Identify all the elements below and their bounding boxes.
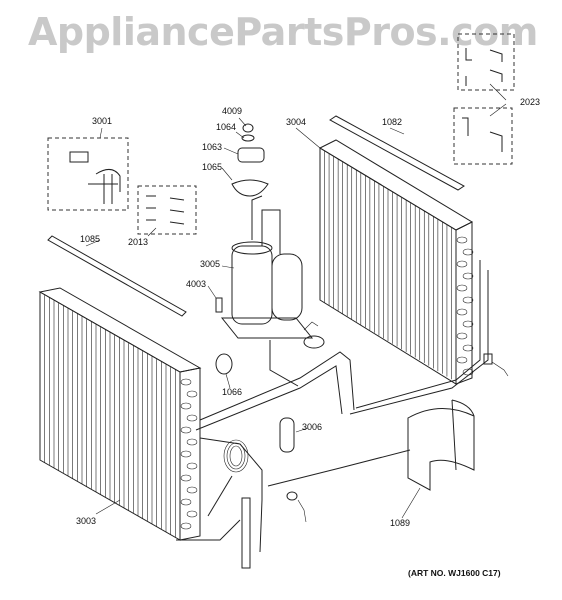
callout-3001: 3001 xyxy=(92,116,113,126)
callout-1064: 1064 xyxy=(216,122,237,132)
tube-bend xyxy=(180,450,192,458)
tube-bend xyxy=(456,308,468,316)
tube-bend xyxy=(456,236,468,244)
callout-1066: 1066 xyxy=(222,387,243,397)
box-2013 xyxy=(137,185,197,235)
top-strip-1082 xyxy=(329,115,465,191)
tube-bend xyxy=(462,320,474,328)
tube-bend xyxy=(186,486,198,494)
box-2023-bottom xyxy=(453,107,513,165)
tube-bend xyxy=(180,378,192,386)
sensor-lead xyxy=(303,321,319,331)
callout-2013: 2013 xyxy=(128,237,149,247)
tube-bend xyxy=(456,284,468,292)
tube-bend xyxy=(180,474,192,482)
callout-1063: 1063 xyxy=(202,142,223,152)
tube-bend xyxy=(186,510,198,518)
callout-3006: 3006 xyxy=(302,422,323,432)
callout-4003: 4003 xyxy=(186,279,207,289)
tube-bend xyxy=(462,248,474,256)
tube-bend xyxy=(456,356,468,364)
callout-1085: 1085 xyxy=(80,234,101,244)
tube-bend xyxy=(180,522,192,530)
condenser-coil xyxy=(38,287,202,541)
tube-bend xyxy=(456,332,468,340)
evaporator-coil xyxy=(318,139,474,385)
tube-bend xyxy=(462,296,474,304)
callout-1089: 1089 xyxy=(390,518,411,528)
tube-bend xyxy=(186,390,198,398)
tube-bend xyxy=(186,438,198,446)
right-sensor-lead xyxy=(491,361,509,377)
tube-bend xyxy=(462,344,474,352)
shroud-1089 xyxy=(407,399,475,491)
accumulator-3006 xyxy=(279,417,295,453)
tube-bend xyxy=(462,272,474,280)
tube-bend xyxy=(180,498,192,506)
callout-1082: 1082 xyxy=(382,117,403,127)
compressor xyxy=(215,195,314,375)
callout-3003: 3003 xyxy=(76,516,97,526)
callout-1065: 1065 xyxy=(202,162,223,172)
box-3001 xyxy=(47,137,129,211)
tube-bend xyxy=(180,402,192,410)
tube-bend xyxy=(456,260,468,268)
right-sensor xyxy=(483,353,493,365)
box-2023-top xyxy=(457,33,515,91)
leader-lines xyxy=(85,83,507,519)
tube-bend xyxy=(186,462,198,470)
callout-3005: 3005 xyxy=(200,259,221,269)
callout-4009: 4009 xyxy=(222,106,243,116)
sensor-clip xyxy=(303,335,325,349)
callout-2023: 2023 xyxy=(520,97,541,107)
small-fitting xyxy=(286,491,298,501)
capillary-coil xyxy=(223,439,251,569)
top-strip-1085 xyxy=(47,235,187,317)
tube-bend xyxy=(186,414,198,422)
tube-bend xyxy=(180,426,192,434)
refrigerant-piping xyxy=(176,260,489,553)
callout-3004: 3004 xyxy=(286,117,307,127)
watermark-logo: AppliancePartsPros.com xyxy=(28,10,538,54)
small-lead xyxy=(297,499,307,523)
valve-fittings xyxy=(231,123,269,197)
art-number: (ART NO. WJ1600 C17) xyxy=(408,568,501,578)
